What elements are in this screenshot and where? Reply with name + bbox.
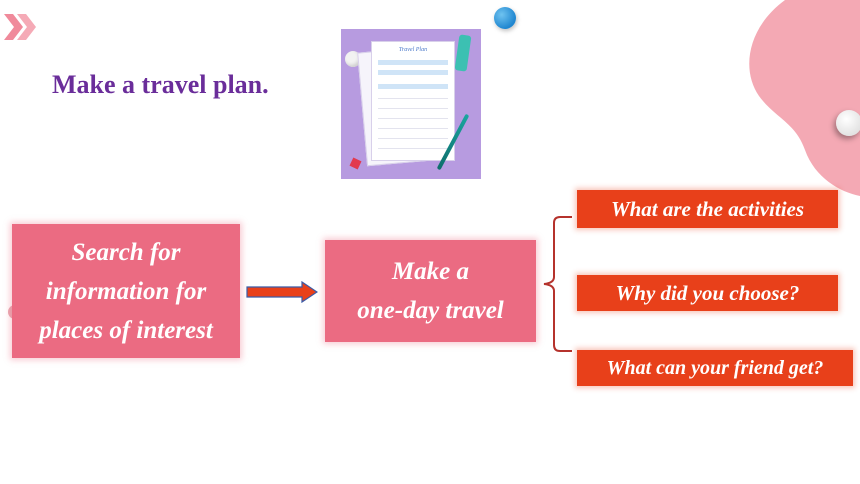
right-arrow-icon: [246, 281, 318, 303]
paper-line: [378, 108, 448, 109]
paper-line: [378, 128, 448, 129]
double-chevron-right-icon: [4, 14, 36, 40]
paper-band: [378, 60, 448, 65]
travel-plan-doc-title: Travel Plan: [398, 47, 428, 53]
one-day-travel-line-2: one-day travel: [357, 297, 504, 324]
binder-clip-icon: [454, 34, 472, 72]
paper-line: [378, 118, 448, 119]
one-day-travel-line-1: Make a: [391, 258, 470, 285]
pink-blob-decoration: [749, 0, 860, 196]
question-activities: What are the activities: [577, 190, 838, 228]
white-sphere-decoration: [836, 110, 860, 136]
question-friend-get: What can your friend get?: [577, 350, 853, 386]
one-day-travel-box: Make a one-day travel: [325, 240, 536, 342]
crumpled-paper-decoration: [345, 51, 361, 67]
page-title: Make a travel plan.: [52, 70, 269, 99]
paper-line: [378, 148, 448, 149]
search-info-line-2: information for: [45, 277, 207, 305]
question-why-choose: Why did you choose?: [577, 275, 838, 311]
paper-line: [378, 138, 448, 139]
paper-sheet-front: Travel Plan: [371, 41, 455, 161]
left-brace-icon: [543, 216, 572, 352]
pin-icon: [349, 157, 362, 170]
travel-plan-image: Travel Plan: [341, 29, 481, 179]
search-info-line-3: places of interest: [39, 316, 213, 344]
paper-band: [378, 84, 448, 89]
paper-line: [378, 98, 448, 99]
blue-dot-decoration: [494, 7, 516, 29]
search-info-line-1: Search for: [71, 238, 181, 266]
paper-band: [378, 70, 448, 75]
search-info-box: Search for information for places of int…: [12, 224, 240, 358]
